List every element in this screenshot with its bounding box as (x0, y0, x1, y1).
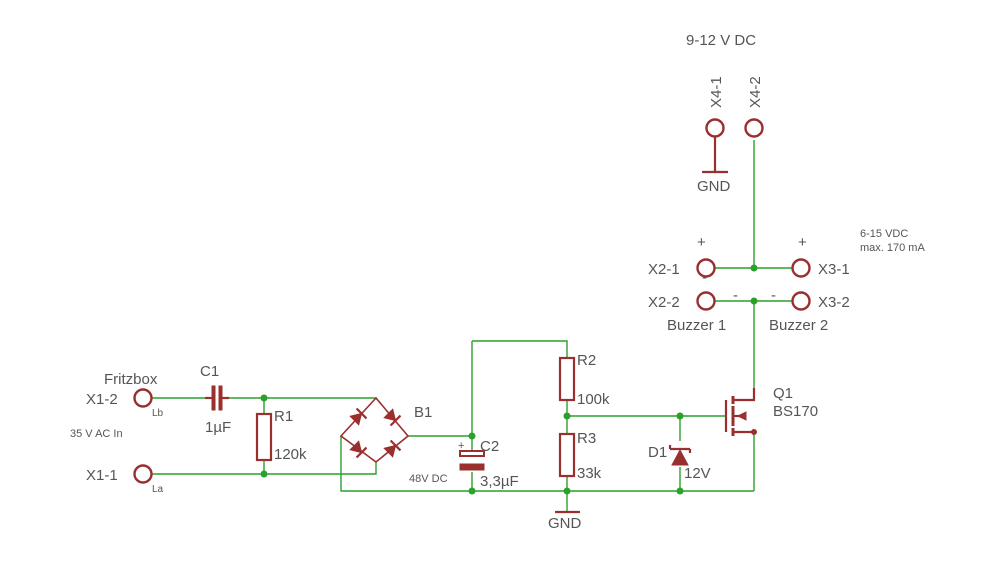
label-x3-2: X3-2 (818, 294, 850, 311)
connector-x1-2 (133, 388, 153, 408)
connector-x2-2 (696, 291, 716, 311)
capacitor-c2 (459, 450, 485, 471)
label-minus: - (771, 287, 776, 304)
connector-x3-1 (791, 258, 811, 278)
label-x2-2: X2-2 (648, 294, 680, 311)
x3-spec-line1: 6-15 VDC (860, 228, 908, 240)
resistor-r1 (255, 412, 273, 462)
connector-x4-1 (702, 118, 728, 174)
label-la: La (152, 484, 164, 495)
label-ac-in: 35 V AC In (70, 428, 123, 440)
label-r2-value: 100k (577, 391, 610, 408)
label-b1: B1 (414, 404, 432, 421)
label-r3-value: 33k (577, 465, 602, 482)
label-q1-name: Q1 (773, 385, 793, 402)
label-r1-value: 120k (274, 446, 307, 463)
label-x3-1: X3-1 (818, 261, 850, 278)
label-lb: Lb (152, 408, 164, 419)
junctions (260, 264, 758, 495)
connector-x1-1 (133, 464, 153, 484)
label-c2-plus: + (458, 440, 464, 452)
junction-dot (750, 264, 758, 272)
junction-dot (676, 412, 684, 420)
label-minus: - (702, 269, 707, 286)
junction-dot (468, 432, 476, 440)
label-r3-name: R3 (577, 430, 596, 447)
connector-x2-1 (696, 258, 716, 278)
label-c2-rating: 48V DC (409, 473, 448, 485)
label-d1-value: 12V (684, 465, 711, 482)
wire-ground-rail (340, 436, 754, 492)
label-plus-right: + (798, 234, 807, 251)
bridge-rectifier-b1 (339, 396, 410, 464)
label-x4-2: X4-2 (747, 76, 764, 108)
junction-dot (468, 487, 476, 495)
zener-diode-d1 (668, 445, 692, 466)
junction-dot (260, 470, 268, 478)
junction-dot (563, 412, 571, 420)
resistor-r3 (558, 432, 576, 478)
label-buzzer-2: Buzzer 2 (769, 317, 828, 334)
junction-dot (260, 394, 268, 402)
supply-title: 9-12 V DC (686, 32, 756, 49)
capacitor-c1 (205, 385, 229, 411)
label-c2-name: C2 (480, 438, 499, 455)
junction-dot (750, 297, 758, 305)
label-c2-value: 3,3µF (480, 473, 519, 490)
connector-x4-2 (744, 118, 764, 138)
label-gnd-bottom: GND (548, 515, 582, 532)
mosfet-q1 (724, 388, 757, 436)
x3-spec-line2: max. 170 mA (860, 242, 925, 254)
resistor-r2 (558, 356, 576, 402)
label-minus: - (733, 287, 738, 304)
label-x1-2: X1-2 (86, 391, 118, 408)
connector-x3-2 (791, 291, 811, 311)
label-c1-value: 1µF (205, 419, 231, 436)
label-d1-name: D1 (648, 444, 667, 461)
junction-dot (563, 487, 571, 495)
label-plus-left: + (697, 234, 706, 251)
wire-x1-1-to-bridge (152, 462, 377, 475)
label-c1-name: C1 (200, 363, 219, 380)
label-r2-name: R2 (577, 352, 596, 369)
label-r1-name: R1 (274, 408, 293, 425)
label-x2-1: X2-1 (648, 261, 680, 278)
label-gnd-top: GND (697, 178, 731, 195)
label-x4-1: X4-1 (708, 76, 725, 108)
label-buzzer-1: Buzzer 1 (667, 317, 726, 334)
label-x1-1: X1-1 (86, 467, 118, 484)
label-q1-value: BS170 (773, 403, 818, 420)
wire-to-r2 (472, 340, 568, 358)
junction-dot (676, 487, 684, 495)
label-fritzbox: Fritzbox (104, 371, 158, 388)
